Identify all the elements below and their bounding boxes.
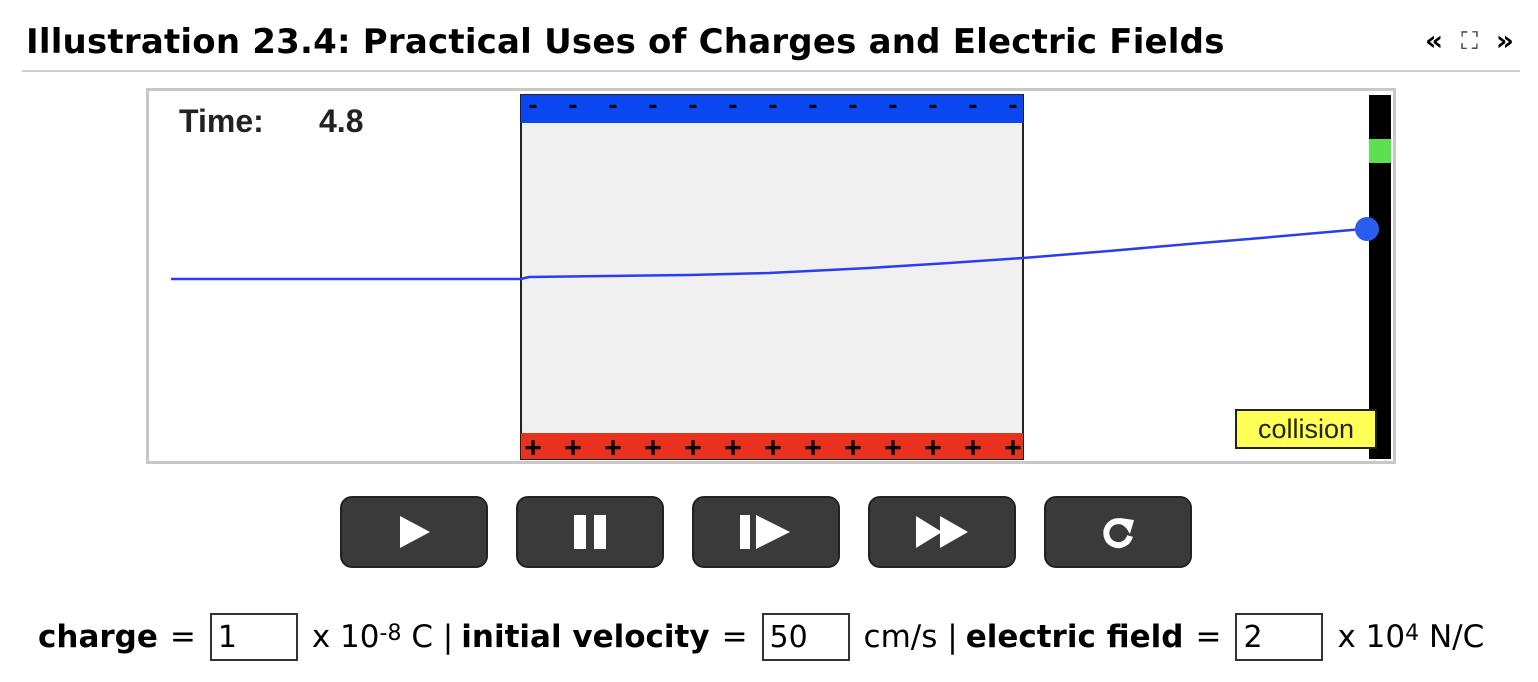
plate-sign: + <box>525 430 542 461</box>
play-icon <box>400 516 430 548</box>
negative-plate-signs: ------------- <box>526 94 1019 119</box>
plate-sign: - <box>1006 94 1019 119</box>
step-forward-icon <box>740 515 790 549</box>
charge-input[interactable] <box>209 613 298 661</box>
plate-sign: + <box>805 430 822 461</box>
simulation-drawing: - - - - - - - - - - - - - + + + + + + + + + + + + + <box>171 94 1391 461</box>
velocity-input[interactable] <box>761 613 850 661</box>
plate-sign: - <box>566 94 579 119</box>
field-exponent: 4 <box>1405 620 1420 646</box>
plate-sign: + <box>1005 430 1022 461</box>
play-button[interactable] <box>340 496 488 568</box>
previous-icon[interactable]: « <box>1425 24 1444 57</box>
pause-button[interactable] <box>516 496 664 568</box>
time-value: 4.8 <box>319 103 364 139</box>
positive-plate <box>521 433 1023 459</box>
plate-sign: - <box>846 94 859 119</box>
field-label: electric field <box>965 619 1184 655</box>
fast-forward-button[interactable] <box>868 496 1016 568</box>
pause-icon <box>574 515 606 549</box>
plate-sign: + <box>685 430 702 461</box>
equals-sign: = <box>1195 619 1222 655</box>
simulation-canvas: - - - - - - - - - - - - - + + + + + + + + + + + + + Time: 4.8 co… <box>146 88 1396 464</box>
expand-icon[interactable]: ⛶ <box>1461 26 1478 55</box>
particle-trajectory <box>171 227 1364 281</box>
step-button[interactable] <box>692 496 840 568</box>
detector-screen <box>1369 95 1391 459</box>
plate-sign: + <box>765 430 782 461</box>
time-label: Time: <box>179 103 264 139</box>
positive-plate-signs: + + + + + + + + + + + + + <box>525 430 1022 461</box>
plate-sign: - <box>646 94 659 119</box>
plate-sign: + <box>565 430 582 461</box>
negative-plate <box>521 95 1023 123</box>
plate-sign: - <box>766 94 779 119</box>
plate-sign: + <box>885 430 902 461</box>
playback-controls <box>340 496 1192 568</box>
parameter-bar: charge = x 10-8 C | initial velocity = c… <box>38 612 1484 662</box>
plate-sign: + <box>965 430 982 461</box>
charge-exponent: -8 <box>379 620 402 646</box>
plate-sign: + <box>925 430 942 461</box>
plate-sign: - <box>686 94 699 119</box>
plate-sign: - <box>926 94 939 119</box>
field-unit-prefix: x 10 <box>1337 619 1406 655</box>
charge-unit: C | <box>411 619 454 655</box>
equals-sign: = <box>721 619 748 655</box>
reset-button[interactable] <box>1044 496 1192 568</box>
charge-label: charge <box>38 619 158 655</box>
header: Illustration 23.4: Practical Uses of Cha… <box>22 20 1520 72</box>
plate-sign: + <box>725 430 742 461</box>
target-zone <box>1369 139 1391 163</box>
velocity-label: initial velocity <box>461 619 710 655</box>
charge-unit-prefix: x 10 <box>311 619 380 655</box>
plate-sign: - <box>806 94 819 119</box>
plate-sign: + <box>605 430 622 461</box>
field-unit: N/C <box>1428 619 1485 655</box>
plate-sign: - <box>886 94 899 119</box>
plate-sign: - <box>726 94 739 119</box>
charged-particle <box>1355 217 1379 241</box>
reset-icon <box>1103 518 1134 549</box>
page-title: Illustration 23.4: Practical Uses of Cha… <box>26 22 1225 62</box>
collision-badge: collision <box>1235 409 1377 449</box>
plate-sign: - <box>526 94 539 119</box>
plate-sign: + <box>845 430 862 461</box>
field-input[interactable] <box>1235 613 1324 661</box>
next-icon[interactable]: » <box>1495 24 1514 57</box>
equals-sign: = <box>169 619 196 655</box>
plate-sign: - <box>606 94 619 119</box>
velocity-unit: cm/s | <box>863 619 958 655</box>
plate-sign: - <box>966 94 979 119</box>
fast-forward-icon <box>916 516 968 548</box>
plate-sign: + <box>645 430 662 461</box>
nav-controls: « ⛶ » <box>1425 24 1514 57</box>
